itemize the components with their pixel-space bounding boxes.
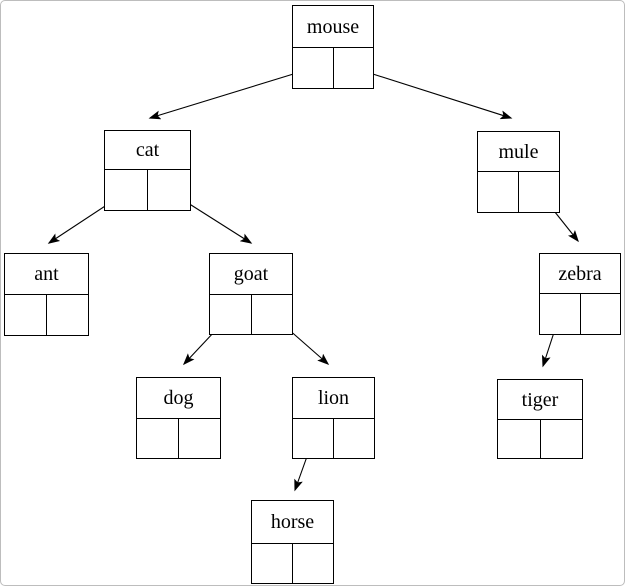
node-label-lion: lion: [293, 378, 374, 419]
left-pointer-cell: [252, 544, 293, 583]
node-label-mule: mule: [478, 132, 559, 172]
tree-node-mouse: mouse: [292, 5, 374, 89]
node-label-mouse: mouse: [293, 6, 373, 48]
node-label-cat: cat: [105, 131, 190, 170]
right-pointer-cell: [293, 544, 333, 583]
right-pointer-cell: [541, 420, 583, 458]
left-pointer-cell: [5, 295, 47, 335]
node-label-zebra: zebra: [540, 254, 620, 294]
right-pointer-cell: [179, 419, 220, 458]
right-pointer-cell: [334, 419, 374, 458]
tree-node-zebra: zebra: [539, 253, 621, 335]
node-label-ant: ant: [5, 254, 88, 295]
left-pointer-cell: [137, 419, 179, 458]
edge-mouse-cat: [148, 67, 314, 120]
tree-node-ant: ant: [4, 253, 89, 336]
tree-node-cat: cat: [104, 130, 191, 211]
tree-node-tiger: tiger: [497, 379, 583, 459]
pointer-cells: [137, 419, 220, 458]
pointer-cells: [5, 295, 88, 335]
tree-node-mule: mule: [477, 131, 560, 213]
right-pointer-cell: [47, 295, 88, 335]
tree-node-horse: horse: [251, 500, 334, 584]
left-pointer-cell: [293, 48, 334, 88]
right-pointer-cell: [252, 295, 293, 334]
tree-node-lion: lion: [292, 377, 375, 459]
right-pointer-cell: [581, 294, 621, 334]
pointer-cells: [478, 172, 559, 212]
right-pointer-cell: [519, 172, 559, 212]
tree-node-dog: dog: [136, 377, 221, 459]
tree-node-goat: goat: [209, 253, 293, 335]
left-pointer-cell: [210, 295, 252, 334]
node-label-horse: horse: [252, 501, 333, 544]
pointer-cells: [293, 48, 373, 88]
node-label-dog: dog: [137, 378, 220, 419]
left-pointer-cell: [293, 419, 334, 458]
left-pointer-cell: [478, 172, 519, 212]
pointer-cells: [293, 419, 374, 458]
left-pointer-cell: [498, 420, 541, 458]
node-label-goat: goat: [210, 254, 292, 295]
pointer-cells: [105, 170, 190, 210]
pointer-cells: [540, 294, 620, 334]
pointer-cells: [498, 420, 582, 458]
pointer-cells: [252, 544, 333, 583]
pointer-cells: [210, 295, 292, 334]
left-pointer-cell: [540, 294, 581, 334]
right-pointer-cell: [148, 170, 190, 210]
left-pointer-cell: [105, 170, 148, 210]
node-label-tiger: tiger: [498, 380, 582, 420]
edge-mouse-mule: [353, 67, 513, 120]
right-pointer-cell: [334, 48, 374, 88]
